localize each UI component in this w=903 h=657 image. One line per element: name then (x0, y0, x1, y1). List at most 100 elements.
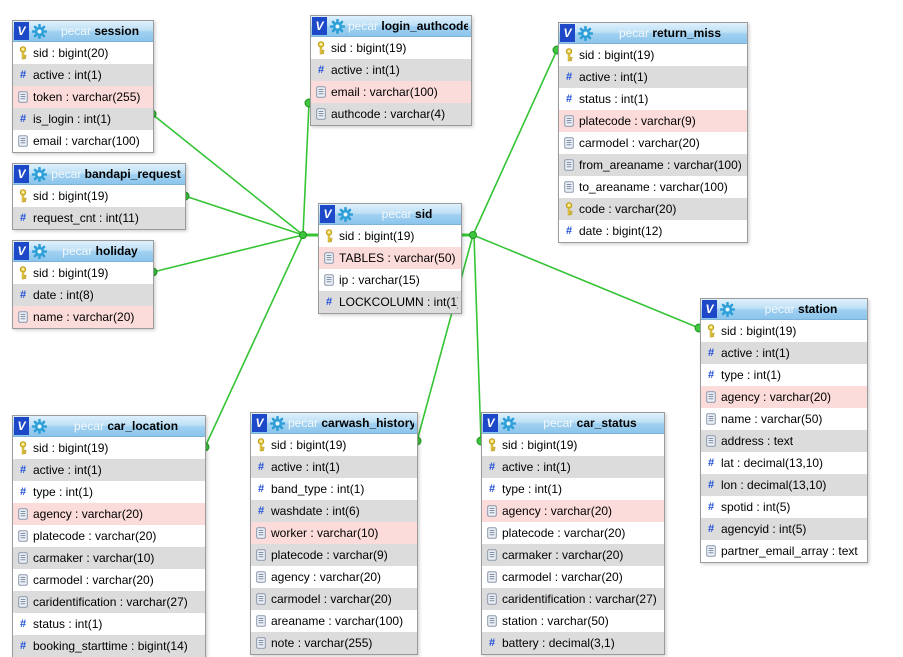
column-row-car_status-9[interactable]: #battery : decimal(3,1) (482, 632, 664, 654)
session-to-sid[interactable] (151, 113, 304, 236)
column-row-return_miss-6[interactable]: to_areaname : varchar(100) (559, 176, 747, 198)
column-row-sid-1[interactable]: TABLES : varchar(50) (319, 247, 461, 269)
column-row-carwash_history-8[interactable]: areaname : varchar(100) (251, 610, 417, 632)
column-row-car_location-4[interactable]: platecode : varchar(20) (13, 525, 205, 547)
column-row-station-3[interactable]: agency : varchar(20) (701, 386, 867, 408)
column-row-car_status-5[interactable]: carmaker : varchar(20) (482, 544, 664, 566)
column-row-carwash_history-4[interactable]: worker : varchar(10) (251, 522, 417, 544)
column-row-return_miss-8[interactable]: #date : bigint(12) (559, 220, 747, 242)
column-row-car_status-1[interactable]: #active : int(1) (482, 456, 664, 478)
column-row-carwash_history-9[interactable]: note : varchar(255) (251, 632, 417, 654)
column-row-login_authcode-3[interactable]: authcode : varchar(4) (311, 103, 471, 125)
column-row-return_miss-3[interactable]: platecode : varchar(9) (559, 110, 747, 132)
column-row-car_location-1[interactable]: #active : int(1) (13, 459, 205, 481)
column-row-station-1[interactable]: #active : int(1) (701, 342, 867, 364)
column-row-session-1[interactable]: #active : int(1) (13, 64, 153, 86)
column-row-return_miss-4[interactable]: carmodel : varchar(20) (559, 132, 747, 154)
column-row-station-2[interactable]: #type : int(1) (701, 364, 867, 386)
column-row-holiday-1[interactable]: #date : int(8) (13, 284, 153, 306)
column-row-car_location-3[interactable]: agency : varchar(20) (13, 503, 205, 525)
column-row-holiday-2[interactable]: name : varchar(20) (13, 306, 153, 328)
column-row-car_location-5[interactable]: carmaker : varchar(10) (13, 547, 205, 569)
column-row-car_location-8[interactable]: #status : int(1) (13, 613, 205, 635)
column-row-car_status-0[interactable]: sid : bigint(19) (482, 434, 664, 456)
column-row-car_status-7[interactable]: caridentification : varchar(27) (482, 588, 664, 610)
column-row-session-3[interactable]: #is_login : int(1) (13, 108, 153, 130)
column-row-station-4[interactable]: name : varchar(50) (701, 408, 867, 430)
column-row-carwash_history-7[interactable]: carmodel : varchar(20) (251, 588, 417, 610)
column-row-station-7[interactable]: #lon : decimal(13,10) (701, 474, 867, 496)
column-row-sid-3[interactable]: #LOCKCOLUMN : int(1) (319, 291, 461, 313)
column-row-car_status-4[interactable]: platecode : varchar(20) (482, 522, 664, 544)
table-title: pecar car_status (519, 416, 661, 430)
carwash_history-to-sid[interactable] (416, 234, 474, 442)
column-row-sid-2[interactable]: ip : varchar(15) (319, 269, 461, 291)
column-label: agency : varchar(20) (33, 507, 144, 521)
car_location-to-sid[interactable] (204, 234, 304, 448)
column-row-station-0[interactable]: sid : bigint(19) (701, 320, 867, 342)
column-row-carwash_history-6[interactable]: agency : varchar(20) (251, 566, 417, 588)
station-to-sid[interactable] (472, 234, 700, 329)
column-row-bandapi_request-1[interactable]: #request_cnt : int(11) (13, 207, 185, 229)
column-row-sid-0[interactable]: sid : bigint(19) (319, 225, 461, 247)
column-row-car_status-8[interactable]: station : varchar(50) (482, 610, 664, 632)
column-row-station-6[interactable]: #lat : decimal(13,10) (701, 452, 867, 474)
column-row-station-9[interactable]: #agencyid : int(5) (701, 518, 867, 540)
column-row-carwash_history-5[interactable]: platecode : varchar(9) (251, 544, 417, 566)
column-row-carwash_history-2[interactable]: #band_type : int(1) (251, 478, 417, 500)
column-row-carwash_history-0[interactable]: sid : bigint(19) (251, 434, 417, 456)
column-row-holiday-0[interactable]: sid : bigint(19) (13, 262, 153, 284)
column-row-bandapi_request-0[interactable]: sid : bigint(19) (13, 185, 185, 207)
column-row-return_miss-7[interactable]: code : varchar(20) (559, 198, 747, 220)
return_miss-to-sid[interactable] (472, 49, 558, 236)
column-row-carwash_history-3[interactable]: #washdate : int(6) (251, 500, 417, 522)
column-row-return_miss-5[interactable]: from_areaname : varchar(100) (559, 154, 747, 176)
column-row-car_status-6[interactable]: carmodel : varchar(20) (482, 566, 664, 588)
column-row-car_location-0[interactable]: sid : bigint(19) (13, 437, 205, 459)
column-row-return_miss-1[interactable]: #active : int(1) (559, 66, 747, 88)
column-row-session-4[interactable]: email : varchar(100) (13, 130, 153, 152)
numeric-column-icon: # (19, 639, 27, 652)
column-row-car_location-2[interactable]: #type : int(1) (13, 481, 205, 503)
column-row-car_status-2[interactable]: #type : int(1) (482, 478, 664, 500)
column-row-return_miss-0[interactable]: sid : bigint(19) (559, 44, 747, 66)
column-row-station-5[interactable]: address : text (701, 430, 867, 452)
column-row-car_location-9[interactable]: #booking_starttime : bigint(14) (13, 635, 205, 657)
column-row-return_miss-2[interactable]: #status : int(1) (559, 88, 747, 110)
column-row-login_authcode-1[interactable]: #active : int(1) (311, 59, 471, 81)
column-row-car_status-3[interactable]: agency : varchar(20) (482, 500, 664, 522)
login_authcode-to-sid[interactable] (302, 102, 310, 236)
column-row-carwash_history-1[interactable]: #active : int(1) (251, 456, 417, 478)
column-row-login_authcode-0[interactable]: sid : bigint(19) (311, 37, 471, 59)
column-row-station-10[interactable]: partner_email_array : text (701, 540, 867, 562)
column-row-login_authcode-2[interactable]: email : varchar(100) (311, 81, 471, 103)
car_status-to-sid[interactable] (473, 234, 482, 442)
column-row-session-2[interactable]: token : varchar(255) (13, 86, 153, 108)
column-row-session-0[interactable]: sid : bigint(20) (13, 42, 153, 64)
holiday-to-sid[interactable] (152, 234, 304, 273)
column-row-car_location-7[interactable]: caridentification : varchar(27) (13, 591, 205, 613)
bandapi_request-to-sid[interactable] (184, 195, 304, 236)
column-row-car_location-6[interactable]: carmodel : varchar(20) (13, 569, 205, 591)
column-row-station-8[interactable]: #spotid : int(5) (701, 496, 867, 518)
